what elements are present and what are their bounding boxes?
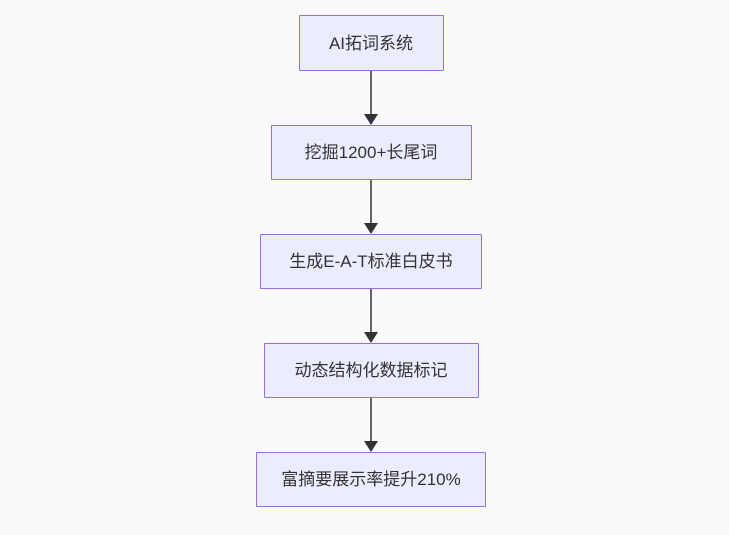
flowchart: AI拓词系统 挖掘1200+长尾词 生成E-A-T标准白皮书 动态结构化数据标记: [256, 15, 486, 507]
arrowhead-down-icon: [364, 114, 378, 125]
flow-node-label: AI拓词系统: [328, 33, 414, 53]
flow-edge-arrow: [363, 289, 379, 343]
edge-line: [370, 289, 372, 332]
flow-edge-arrow: [363, 71, 379, 125]
flow-node-eat-whitepaper: 生成E-A-T标准白皮书: [260, 234, 482, 289]
flow-node-structured-data-markup: 动态结构化数据标记: [263, 343, 479, 398]
arrowhead-down-icon: [364, 441, 378, 452]
flow-edge-arrow: [363, 180, 379, 234]
flow-node-label: 挖掘1200+长尾词: [304, 143, 438, 162]
flow-node-mine-longtail-words: 挖掘1200+长尾词: [270, 125, 472, 180]
flow-node-rich-snippet-rate: 富摘要展示率提升210%: [256, 452, 486, 507]
flow-node-label: 富摘要展示率提升210%: [281, 470, 461, 489]
edge-line: [370, 71, 372, 114]
flow-node-label: 动态结构化数据标记: [294, 361, 448, 380]
edge-line: [370, 180, 372, 223]
flow-node-ai-keyword-system: AI拓词系统: [298, 15, 444, 71]
arrowhead-down-icon: [364, 332, 378, 343]
flow-node-label: 生成E-A-T标准白皮书: [289, 252, 453, 271]
arrowhead-down-icon: [364, 223, 378, 234]
flow-edge-arrow: [363, 398, 379, 452]
edge-line: [370, 398, 372, 441]
